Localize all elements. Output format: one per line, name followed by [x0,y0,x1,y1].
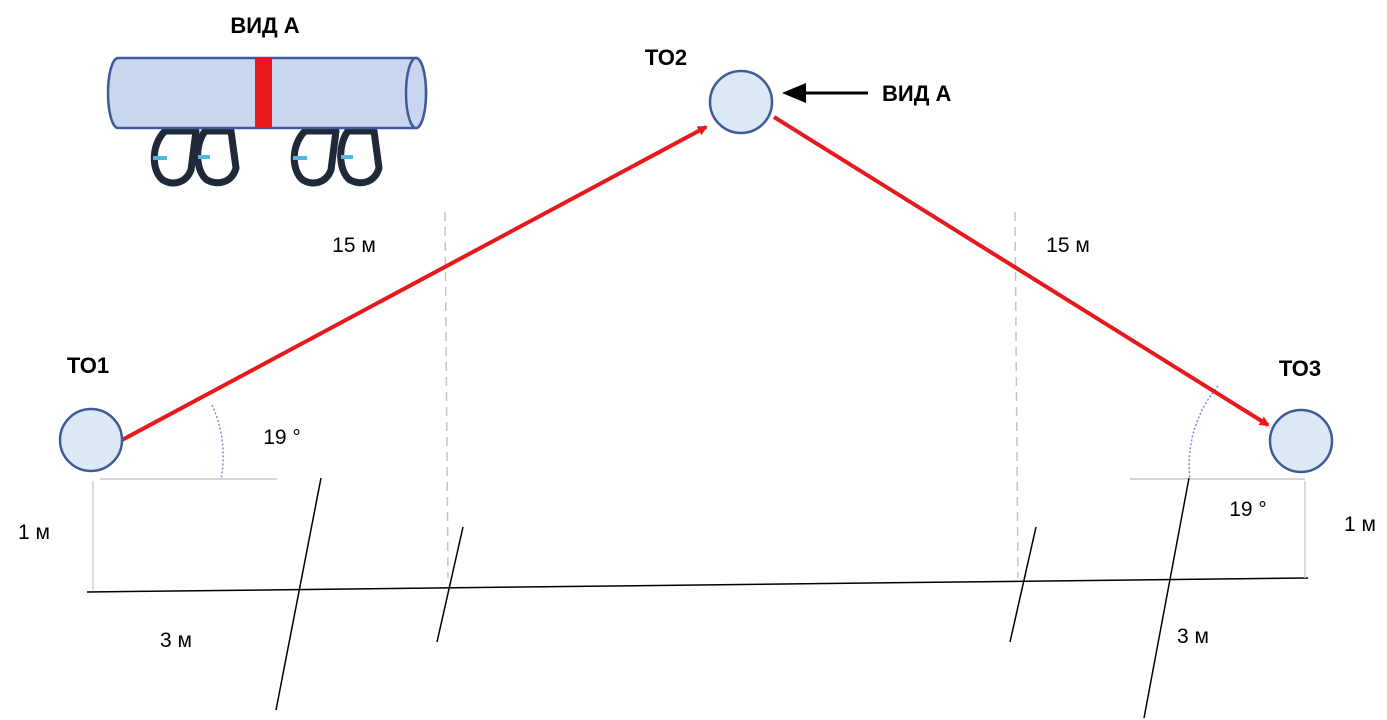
carabiner-icon [150,127,200,187]
rigging-tube-icon [106,56,428,187]
carabiner-icon [290,127,340,187]
node-to1 [58,407,124,473]
guide-line-left [444,211,449,579]
tube-end [404,56,428,130]
node-to3 [1268,408,1334,474]
label-to2: ТО2 [645,45,687,70]
carabiner-icon [337,127,383,187]
label-angle-left: 19 ° [263,426,301,449]
label-to1: ТО1 [67,353,109,378]
break-mark [1009,526,1037,643]
label-span-left: 15 м [332,234,376,257]
tube-band [255,58,272,128]
label-height-right: 1 м [1344,513,1376,536]
label-height-left: 1 м [18,521,50,544]
break-mark [436,526,464,643]
view-a-arrow-label: ВИД А [882,81,951,106]
label-dist-right: 3 м [1177,625,1209,648]
label-to3: ТО3 [1279,356,1321,381]
rope-segment-to1-to2 [121,125,708,442]
break-mark [275,477,322,711]
node-to2 [708,69,774,135]
label-dist-left: 3 м [160,629,192,652]
angle-arc-left [211,404,224,480]
ground-line [86,577,1309,593]
arrow-left-icon [782,83,868,103]
rope-segment-to2-to3 [772,115,1270,427]
guide-line-right [1014,211,1019,579]
view-a-title: ВИД А [230,13,299,38]
angle-arc-right [1188,385,1219,480]
label-span-right: 15 м [1046,234,1090,257]
label-angle-right: 19 ° [1229,498,1267,521]
carabiner-icon [194,127,240,187]
break-mark [1143,477,1190,719]
